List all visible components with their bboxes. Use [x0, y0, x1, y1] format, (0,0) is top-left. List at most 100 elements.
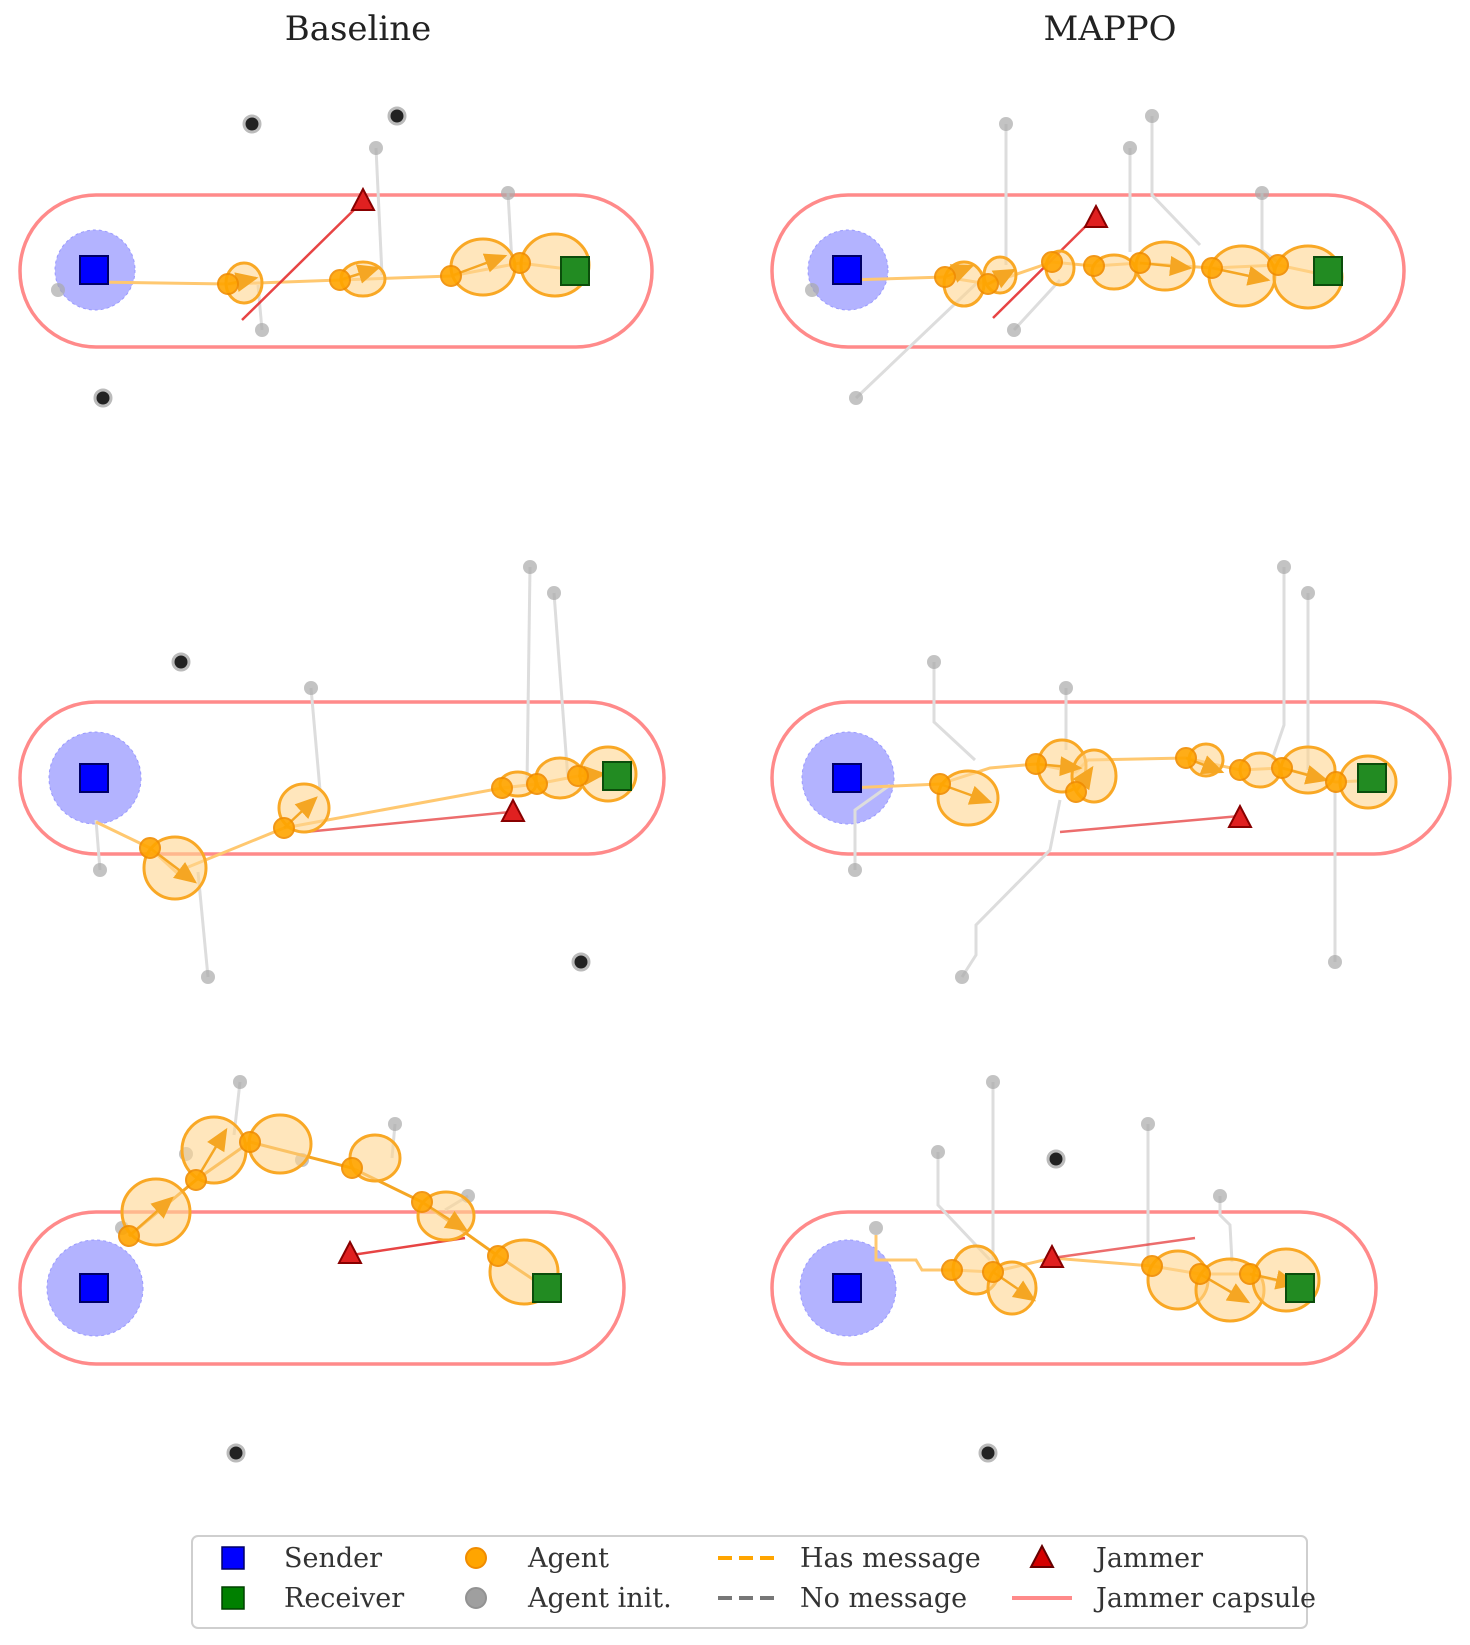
agent-legend-icon [465, 1547, 487, 1569]
agent-init [547, 586, 561, 600]
panel-baseline-2 [18, 560, 666, 984]
stray-agent [93, 388, 113, 408]
agent [217, 273, 239, 295]
agent [273, 817, 295, 839]
agent-init [93, 863, 107, 877]
agent [185, 1169, 207, 1191]
agent [440, 265, 462, 287]
agent-init [1277, 560, 1291, 574]
receiver [1313, 256, 1343, 286]
legend-label-no-message: No message [800, 1583, 967, 1614]
jammer-legend-icon [1029, 1543, 1055, 1568]
panel-baseline-1 [18, 106, 654, 408]
agent [1229, 759, 1251, 781]
no-message-path [853, 783, 891, 870]
agent [567, 765, 589, 787]
jammer-path [304, 810, 511, 834]
jammer [1227, 803, 1253, 828]
agent-init [931, 1145, 945, 1159]
stray-agent [1046, 1149, 1066, 1169]
agent [239, 1131, 261, 1153]
no-message-path [525, 566, 532, 786]
jammer-capsule [18, 193, 654, 349]
agent [1041, 251, 1063, 273]
agent-init [501, 186, 515, 200]
agent [487, 1245, 509, 1267]
sender-legend-icon [221, 1546, 245, 1570]
no-message-path [932, 662, 977, 762]
sender [79, 255, 109, 285]
stray-agent [978, 1443, 998, 1463]
agent [1141, 1255, 1163, 1277]
agent-init [848, 863, 862, 877]
agent [929, 773, 951, 795]
agent [509, 252, 531, 274]
no-message-path [1012, 278, 1062, 332]
jammer-capsule [18, 700, 666, 856]
stray-agent [387, 106, 407, 126]
stray-agent [571, 952, 591, 972]
agent-init [51, 283, 65, 297]
agent [1189, 1263, 1211, 1285]
agent [1175, 747, 1197, 769]
agent-init [1301, 586, 1315, 600]
agent [1025, 753, 1047, 775]
jammer [1083, 203, 1109, 228]
jammer [1039, 1243, 1065, 1268]
no-message-path [960, 799, 1062, 978]
agent-init [1145, 109, 1159, 123]
agent [1129, 252, 1151, 274]
no-message-path [94, 819, 102, 871]
agent-init [869, 1221, 883, 1235]
no-message-path [552, 592, 570, 781]
agent-init [805, 283, 819, 297]
panel-baseline-3 [18, 1075, 626, 1463]
agent-init [1123, 141, 1137, 155]
agent-init [849, 391, 863, 405]
no-message-path [309, 687, 322, 791]
agent [139, 837, 161, 859]
agent [977, 273, 999, 295]
agent-init [201, 970, 215, 984]
agent [982, 1261, 1004, 1283]
receiver [532, 1273, 562, 1303]
column-title-baseline: Baseline [285, 9, 432, 49]
receiver [1285, 1273, 1315, 1303]
legend: Sender Receiver Agent Agent init. Has me… [191, 1535, 1316, 1629]
agent-init [1141, 1117, 1155, 1131]
legend-label-agent-init: Agent init. [527, 1583, 672, 1614]
agent-init [927, 655, 941, 669]
jammer [337, 1239, 363, 1264]
agent-init [1328, 955, 1342, 969]
legend-label-jammer-capsule: Jammer capsule [1093, 1583, 1316, 1614]
jammer-path [1059, 814, 1241, 834]
jammer [500, 797, 526, 822]
jammer-path [1051, 1236, 1196, 1260]
sender [832, 763, 862, 793]
agent-init [1007, 323, 1021, 337]
sender [79, 1273, 109, 1303]
stray-agent [242, 114, 262, 134]
receiver [560, 256, 590, 286]
agent [1065, 781, 1087, 803]
legend-label-sender: Sender [284, 1543, 382, 1574]
agent-init-legend-icon [465, 1587, 487, 1609]
jammer-capsule [770, 193, 1406, 349]
agent [1239, 1263, 1261, 1285]
agent-init [986, 1075, 1000, 1089]
sender [79, 763, 109, 793]
panel-mappo-3 [770, 1075, 1378, 1463]
sender [832, 255, 862, 285]
no-message-path [1218, 1196, 1234, 1263]
agent-init [955, 970, 969, 984]
jammer-capsule [770, 1210, 1378, 1366]
agent-init [523, 560, 537, 574]
panel-mappo-2 [770, 560, 1452, 984]
sender [832, 1273, 862, 1303]
no-message-path [1270, 567, 1286, 761]
stray-agent [226, 1443, 246, 1463]
receiver-legend-icon [221, 1586, 245, 1610]
agent [1201, 257, 1223, 279]
agent [1271, 757, 1293, 779]
